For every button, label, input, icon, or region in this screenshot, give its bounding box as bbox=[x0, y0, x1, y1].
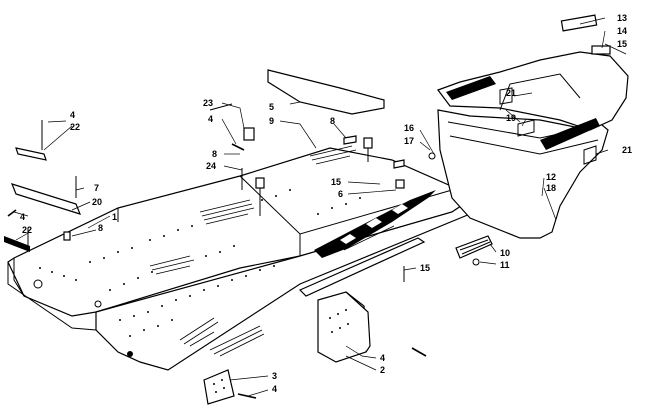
callout-4-top-left: 4 bbox=[70, 110, 75, 120]
callout-22-top-left: 22 bbox=[70, 122, 80, 132]
callout-21-top: 21 bbox=[506, 88, 516, 98]
callout-13: 13 bbox=[617, 13, 627, 23]
callout-3: 3 bbox=[272, 371, 277, 381]
left-brackets bbox=[4, 120, 82, 252]
decal bbox=[314, 190, 436, 258]
callout-10: 10 bbox=[500, 248, 510, 258]
callout-2: 2 bbox=[380, 365, 385, 375]
callout-5: 5 bbox=[269, 102, 274, 112]
hitch-bracket bbox=[317, 291, 427, 363]
callout-21-right: 21 bbox=[622, 145, 632, 155]
callout-4-bottom: 4 bbox=[272, 384, 277, 394]
callout-17: 17 bbox=[404, 136, 414, 146]
callout-23: 23 bbox=[203, 98, 213, 108]
callout-8-top: 8 bbox=[330, 116, 335, 126]
callout-15-mid: 15 bbox=[331, 177, 341, 187]
callout-15-bottom: 15 bbox=[420, 263, 430, 273]
callout-4-mid: 4 bbox=[208, 114, 213, 124]
callout-8-left: 8 bbox=[98, 223, 103, 233]
callout-11: 11 bbox=[500, 260, 510, 270]
callout-19: 19 bbox=[506, 113, 516, 123]
callout-14: 14 bbox=[617, 26, 627, 36]
callout-1: 1 bbox=[112, 212, 117, 222]
top-cover-panel bbox=[209, 69, 385, 115]
callout-18: 18 bbox=[546, 183, 556, 193]
callout-7: 7 bbox=[94, 183, 99, 193]
callout-labels: 4 22 7 20 1 8 4 22 23 4 5 9 8 24 8 15 6 … bbox=[20, 13, 632, 394]
callout-4-left: 4 bbox=[20, 212, 25, 222]
callout-12: 12 bbox=[546, 172, 556, 182]
rivet-pattern bbox=[39, 189, 361, 337]
callout-6: 6 bbox=[338, 189, 343, 199]
side-rail bbox=[298, 235, 493, 297]
plate bbox=[203, 369, 257, 405]
rear-bumper-assembly bbox=[428, 14, 629, 239]
callout-9: 9 bbox=[269, 116, 274, 126]
callout-4-bracket: 4 bbox=[380, 353, 385, 363]
callout-8-mid: 8 bbox=[212, 149, 217, 159]
tunnel-assembly bbox=[7, 145, 471, 371]
callout-22-left: 22 bbox=[22, 225, 32, 235]
leader-lines bbox=[13, 17, 627, 397]
callout-16: 16 bbox=[404, 123, 414, 133]
mid-fasteners bbox=[231, 127, 480, 282]
callout-24: 24 bbox=[206, 161, 216, 171]
callout-15-top: 15 bbox=[617, 39, 627, 49]
callout-20: 20 bbox=[92, 197, 102, 207]
